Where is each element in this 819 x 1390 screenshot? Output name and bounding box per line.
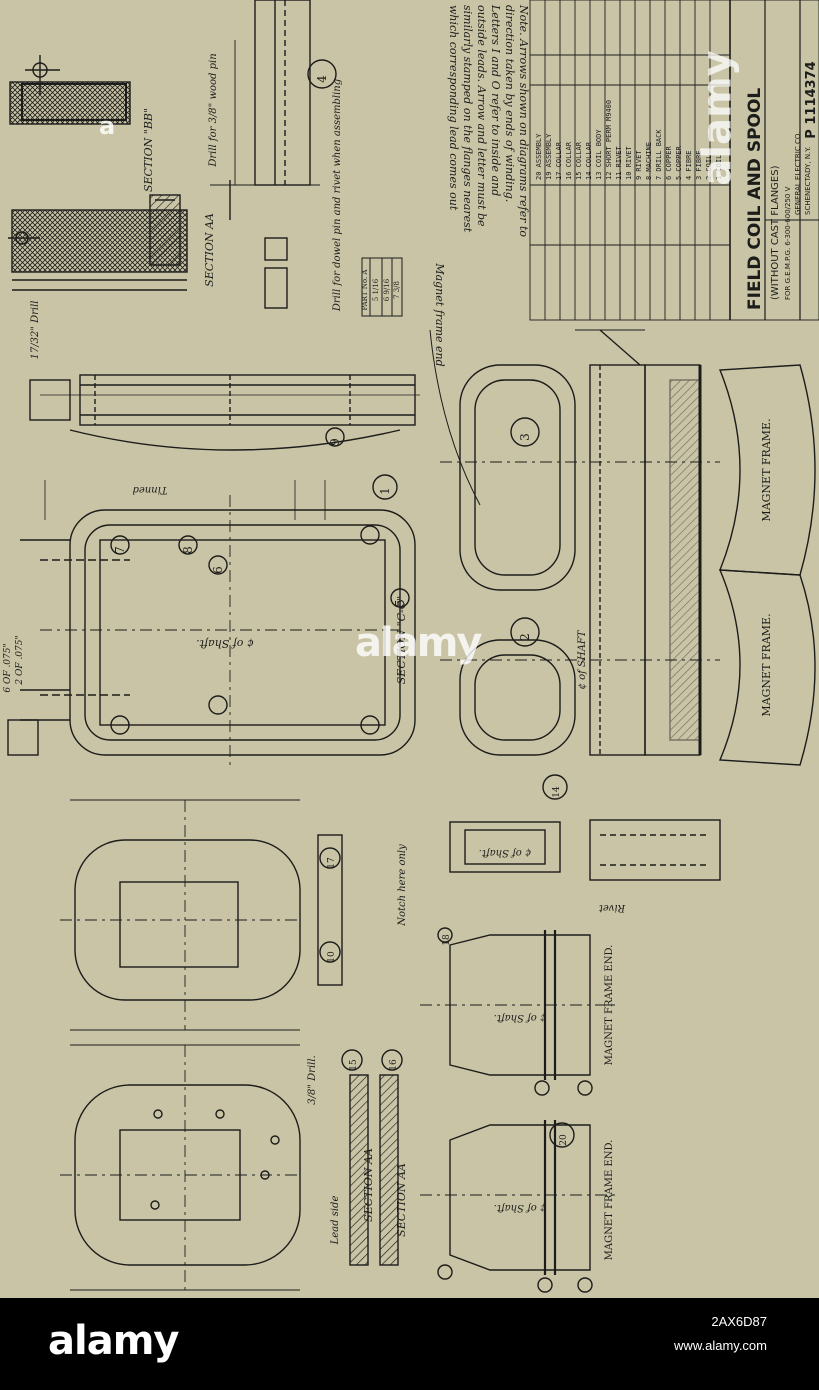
city-text: SCHENECTADY, N.Y.: [804, 147, 812, 215]
wire-label-2: 2 OF .075": [15, 635, 25, 685]
parts-list-row: 12 SHORT PERM M9400: [605, 100, 613, 180]
parts-list-row: 2 COIL: [705, 155, 713, 180]
parts-list-row: 19 ASSEMBLY: [545, 133, 553, 180]
part-a-row-2: 6 9/16: [383, 278, 391, 301]
section-aa-label-3: SECTION AA: [395, 1163, 408, 1237]
callout-markers: 1234567891014151617181920: [113, 75, 569, 1146]
part-a-table: [361, 257, 403, 317]
shaft-label-5: ¢ of Shaft.: [494, 1202, 547, 1213]
part-4-view: [210, 0, 337, 309]
callout-8: 8: [181, 546, 195, 554]
title-block-grid: [529, 0, 819, 321]
part-a-row-3: 7 3/8: [393, 281, 401, 299]
drill-wood-pin-label: Drill for 3/8" wood pin: [208, 53, 219, 167]
parts-list-row: 8 MACHINE: [645, 142, 653, 180]
spec-text: FOR G.E.M.P.G. 6-300-600/250 V: [784, 186, 792, 300]
section-cc-label: SECTION "C-C": [395, 596, 408, 684]
section-bb-view: [8, 55, 188, 291]
part-1-plan-view: [7, 474, 416, 770]
callout-17: 17: [327, 857, 337, 869]
callout-14: 14: [552, 786, 562, 798]
section-aa-label: SECTION AA: [203, 213, 216, 287]
callout-16: 16: [389, 1059, 399, 1071]
drill-3-8-label: 3/8" Drill.: [307, 1055, 318, 1104]
part-a-header: PART No. A: [361, 269, 369, 311]
callout-18: 18: [442, 934, 452, 946]
shaft-label-4: ¢ of Shaft.: [494, 1012, 547, 1023]
assembly-view-19: [420, 1120, 620, 1293]
title-block-text: FIELD COIL AND SPOOL (WITHOUT CAST FLANG…: [745, 61, 819, 310]
parts-list-row: 4 FIBRE: [685, 150, 693, 180]
drill-17-32-label: 17/32" Drill: [30, 301, 41, 360]
parts-list-row: 20 ASSEMBLY: [535, 133, 543, 180]
section-strips: [317, 834, 403, 1266]
parts-list-row: 5 COPPER: [675, 145, 683, 180]
parts-list-row: 10 RIVET: [625, 145, 633, 180]
callout-6: 6: [211, 566, 225, 574]
shaft-label-2: ¢ of SHAFT: [577, 629, 588, 689]
parts-list-row: 1 COIL: [715, 155, 723, 180]
wire-label-1: 6 OF .075": [3, 643, 13, 692]
section-aa-label-2: SECTION AA: [362, 1148, 375, 1222]
shaft-label-1: ¢ of Shaft.: [196, 637, 254, 650]
note-leader: [429, 329, 481, 506]
parts-list-row: 13 COIL BODY: [595, 129, 603, 180]
callout-2: 2: [518, 633, 532, 641]
parts-list-row: 17 COLLAR: [555, 141, 563, 180]
drawing-sheet: SECTION "BB" SECTION AA Drill for 3/8" w…: [0, 0, 819, 1298]
parts-list-row: 9 RIVET: [635, 150, 643, 180]
parts-list-row: 14 COLLAR: [585, 141, 593, 180]
notch-note: Notch here only: [397, 844, 408, 927]
main-note: Note. Arrows shown on diagrams refer tod…: [447, 4, 530, 237]
alamy-logo: alamy: [48, 1318, 179, 1364]
engineering-drawing: SECTION "BB" SECTION AA Drill for 3/8" w…: [3, 0, 819, 1293]
assembly-view-20: [420, 927, 620, 1148]
magnet-frame-end-note: Magnet frame end: [433, 262, 446, 366]
footer-info: 2AX6D87 www.alamy.com: [674, 1310, 767, 1358]
callout-4: 4: [315, 75, 329, 83]
drawing-number: P 1114374: [804, 61, 819, 138]
parts-list-row: 15 COLLAR: [575, 141, 583, 180]
watermark-logo-right: alamy: [694, 50, 741, 186]
callout-7: 7: [113, 546, 127, 554]
magnet-frame-label-1: MAGNET FRAME.: [760, 418, 773, 521]
watermark-logo-mid: alamy: [355, 620, 482, 666]
parts-list-row: 6 COPPER: [665, 145, 673, 180]
watermark-logo-top: a: [99, 112, 116, 140]
callout-9: 9: [328, 438, 342, 446]
site-url: www.alamy.com: [674, 1338, 767, 1353]
title-text: FIELD COIL AND SPOOL: [745, 88, 765, 310]
callout-1: 1: [378, 487, 392, 495]
parts-list-row: 11 RIVET: [615, 145, 623, 180]
flange-plan-view-a: [60, 799, 301, 1031]
stock-photo-footer: alamy 2AX6D87 www.alamy.com: [0, 1298, 819, 1390]
callout-3: 3: [518, 433, 532, 441]
parts-list-row: 3 FIBRE: [695, 150, 703, 180]
callout-5: 5: [393, 599, 407, 607]
magnet-frame-end-20: MAGNET FRAME END.: [604, 945, 615, 1066]
rivet-label: Rivet: [598, 902, 626, 913]
magnet-frame-end-19: MAGNET FRAME END.: [604, 1140, 615, 1261]
callout-10: 10: [327, 951, 337, 963]
part-1-side-view: [29, 374, 420, 451]
lead-side-label: Lead side: [330, 1196, 341, 1246]
main-note-text: Note. Arrows shown on diagrams refer tod…: [447, 4, 530, 237]
tinned-label: Tinned: [132, 484, 167, 495]
shaft-label-3: ¢ of Shaft.: [479, 847, 532, 858]
image-code: 2AX6D87: [711, 1314, 767, 1329]
parts-list-row: 7 DRILL BACK: [655, 129, 663, 180]
flange-plan-view-b: [60, 1044, 301, 1291]
dowel-note: Drill for dowel pin and rivet when assem…: [332, 79, 343, 312]
part-a-row-1: 5 1/16: [372, 278, 380, 301]
magnet-frame-label-2: MAGNET FRAME.: [760, 613, 773, 716]
part-2-3-views: [440, 329, 816, 800]
part-14-views: [449, 819, 721, 881]
section-bb-label: SECTION "BB": [142, 108, 155, 192]
callout-15: 15: [349, 1059, 359, 1071]
callout-20: 20: [559, 1134, 569, 1146]
subtitle-text: (WITHOUT CAST FLANGES): [770, 165, 781, 300]
parts-list-row: 16 COLLAR: [565, 141, 573, 180]
company-text: GENERAL ELECTRIC CO.: [794, 132, 802, 215]
